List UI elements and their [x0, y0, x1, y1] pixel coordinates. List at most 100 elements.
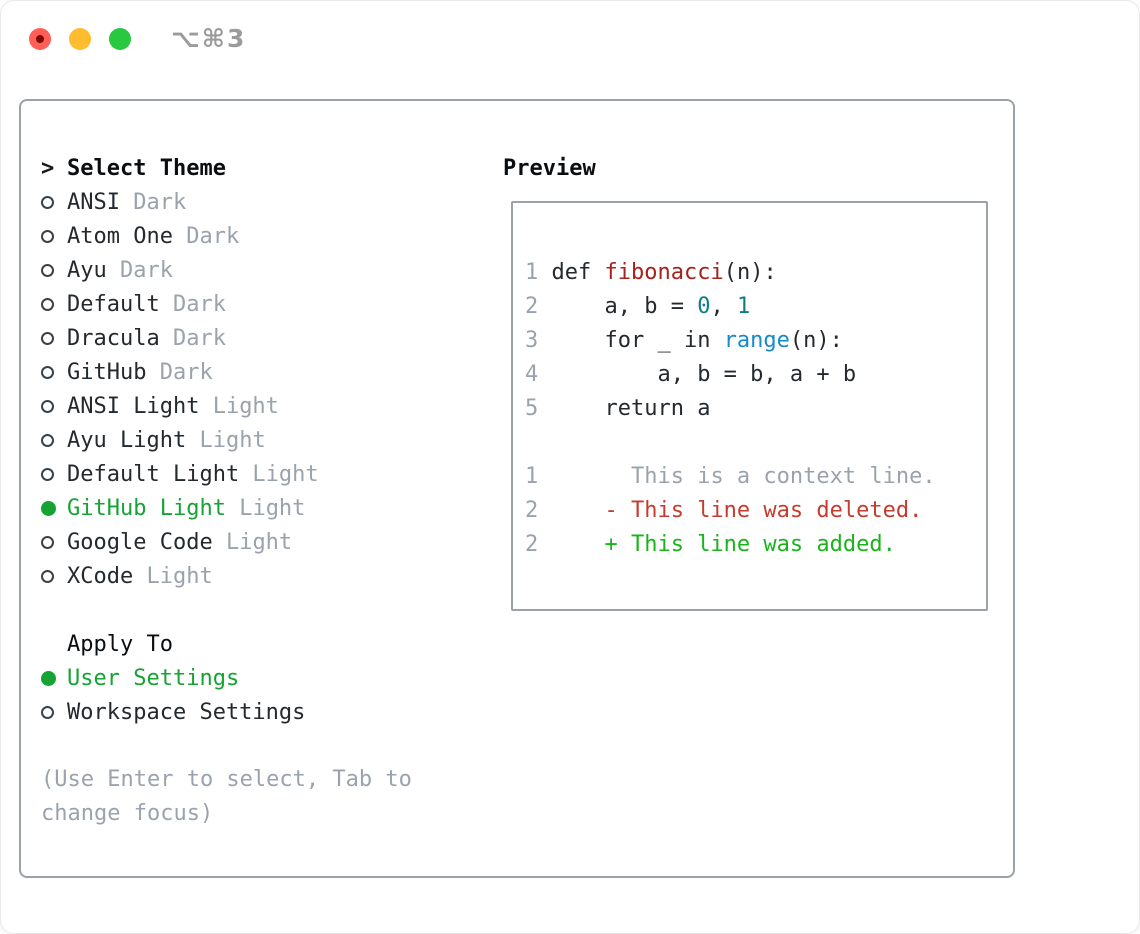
radio-icon: [41, 705, 54, 719]
code-token: def: [551, 260, 605, 285]
option-label: Dracula: [67, 325, 160, 351]
radio-icon: [41, 195, 54, 209]
code-line: 5 return a: [525, 392, 986, 426]
theme-tag: Dark: [159, 291, 226, 317]
code-line: [525, 426, 986, 460]
option-label: XCode: [67, 563, 134, 589]
close-button-icon[interactable]: [29, 28, 51, 50]
theme-tag: Dark: [106, 257, 173, 283]
line-number: 5: [525, 396, 552, 421]
apply-to-title: Apply To: [67, 631, 173, 657]
code-token: a, b =: [551, 294, 698, 319]
theme-select-header: > Select Theme: [41, 151, 319, 185]
theme-tag: Dark: [146, 359, 213, 385]
line-number: 2: [525, 532, 552, 557]
line-number: 2: [525, 294, 552, 319]
radio-icon: [41, 433, 54, 447]
theme-tag: Light: [199, 393, 279, 419]
radio-selected-icon: [41, 500, 56, 516]
hint-text: (Use Enter to select, Tab to change focu…: [41, 767, 412, 826]
radio-icon: [41, 569, 54, 583]
theme-tag: Dark: [119, 189, 187, 215]
theme-option[interactable]: Default Light Light: [41, 457, 319, 491]
preview-title: Preview: [503, 156, 596, 181]
option-label: User Settings: [67, 665, 240, 691]
apply-option[interactable]: Workspace Settings: [41, 695, 305, 729]
theme-option[interactable]: GitHub Dark: [41, 355, 319, 389]
code-token: + This line was added.: [551, 532, 896, 557]
option-label: Default: [67, 291, 160, 317]
code-line: 2 + This line was added.: [525, 528, 986, 562]
option-label: Google Code: [67, 529, 213, 555]
radio-icon: [41, 399, 54, 413]
code-line: 3 for _ in range(n):: [525, 324, 986, 358]
radio-icon: [41, 535, 54, 549]
theme-option[interactable]: ANSI Dark: [41, 185, 319, 219]
zoom-button-icon[interactable]: [109, 28, 131, 50]
option-label: Workspace Settings: [67, 699, 306, 725]
code-token: a, b = b, a + b: [551, 362, 857, 387]
radio-icon: [41, 297, 54, 311]
code-line: 1 def fibonacci(n):: [525, 256, 986, 290]
code-token: return a: [551, 396, 711, 421]
theme-tag: Dark: [159, 325, 226, 351]
theme-tag: Light: [186, 427, 266, 453]
radio-icon: [41, 229, 54, 243]
theme-option[interactable]: ANSI Light Light: [41, 389, 319, 423]
line-number: 4: [525, 362, 552, 387]
option-label: Ayu: [67, 257, 107, 283]
apply-to-header: Apply To: [41, 627, 305, 661]
theme-tag: Dark: [172, 223, 240, 249]
theme-option[interactable]: Atom One Dark: [41, 219, 319, 253]
radio-selected-icon: [41, 670, 56, 686]
window-shortcut: ⌥⌘3: [171, 24, 247, 53]
line-number: 1: [525, 260, 552, 285]
code-line: 4 a, b = b, a + b: [525, 358, 986, 392]
option-label: Ayu Light: [67, 427, 187, 453]
option-label: GitHub Light: [67, 495, 226, 521]
code-token: for _ in: [551, 328, 724, 353]
code-token: 0: [697, 294, 711, 319]
theme-option[interactable]: XCode Light: [41, 559, 319, 593]
line-number: 3: [525, 328, 552, 353]
line-number: 2: [525, 498, 552, 523]
code-token: (n):: [723, 260, 777, 285]
radio-icon: [41, 331, 54, 345]
titlebar: ⌥⌘3: [29, 24, 247, 53]
theme-option[interactable]: Google Code Light: [41, 525, 319, 559]
code-token: (n):: [789, 328, 843, 353]
theme-option[interactable]: Ayu Light Light: [41, 423, 319, 457]
option-label: Default Light: [67, 461, 240, 487]
theme-option[interactable]: Dracula Dark: [41, 321, 319, 355]
code-token: - This line was deleted.: [551, 498, 923, 523]
radio-icon: [41, 263, 54, 277]
theme-tag: Light: [133, 563, 213, 589]
code-token: ,: [710, 294, 737, 319]
code-line: 2 a, b = 0, 1: [525, 290, 986, 324]
theme-tag: Light: [239, 461, 319, 487]
theme-option[interactable]: Ayu Dark: [41, 253, 319, 287]
theme-select-title: Select Theme: [67, 155, 226, 181]
code-line: 1 This is a context line.: [525, 460, 986, 494]
theme-option[interactable]: GitHub Light Light: [41, 491, 319, 525]
code-token: 1: [736, 294, 751, 319]
code-token: range: [723, 328, 790, 353]
option-label: ANSI: [67, 189, 120, 215]
option-label: ANSI Light: [67, 393, 200, 419]
option-label: GitHub: [67, 359, 147, 385]
prompt-icon: >: [41, 155, 55, 181]
apply-option[interactable]: User Settings: [41, 661, 305, 695]
minimize-button-icon[interactable]: [69, 28, 91, 50]
theme-option[interactable]: Default Dark: [41, 287, 319, 321]
radio-icon: [41, 365, 54, 379]
theme-tag: Light: [212, 529, 293, 555]
code-line: 2 - This line was deleted.: [525, 494, 986, 528]
option-label: Atom One: [67, 223, 173, 249]
radio-icon: [41, 467, 54, 481]
code-token: fibonacci: [604, 260, 724, 285]
